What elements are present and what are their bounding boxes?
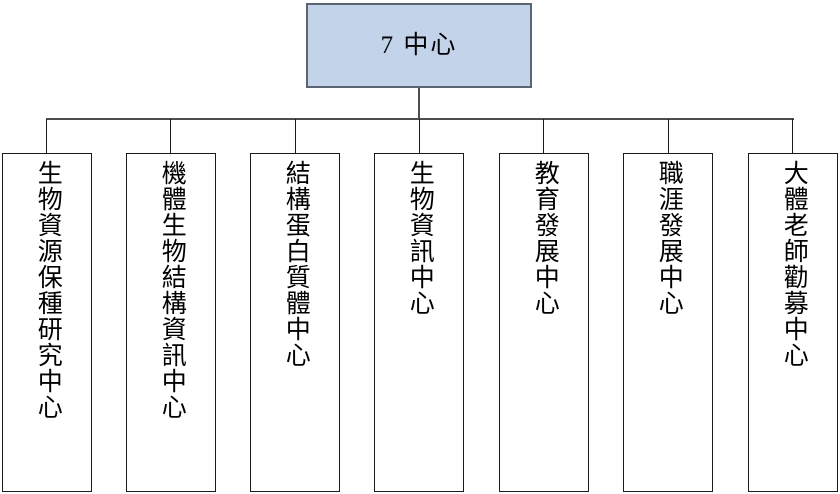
leaf-node-education-development-center[interactable]: 教育發展中心 <box>499 153 589 492</box>
leaf-node-organismal-biostructure-informatics-center[interactable]: 機體生物結構資訊中心 <box>126 153 216 492</box>
root-node-label: 7 中心 <box>380 32 458 59</box>
leaf-node-label-6: 職涯發展中心 <box>655 160 683 316</box>
leaf-node-bioinformatics-center[interactable]: 生物資訊中心 <box>374 153 464 492</box>
leaf-node-label-2: 機體生物結構資訊中心 <box>158 160 186 420</box>
leaf-node-label-5: 教育發展中心 <box>531 160 559 316</box>
root-node-7-centers[interactable]: 7 中心 <box>306 3 532 88</box>
leaf-node-structural-proteomics-center[interactable]: 結構蛋白質體中心 <box>250 153 340 492</box>
leaf-node-label-3: 結構蛋白質體中心 <box>282 160 310 368</box>
leaf-node-career-development-center[interactable]: 職涯發展中心 <box>623 153 713 492</box>
leaf-node-label-7: 大體老師勸募中心 <box>780 160 808 368</box>
drop-connector-1 <box>46 119 47 153</box>
drop-connector-6 <box>668 119 669 153</box>
leaf-node-label-4: 生物資訊中心 <box>406 160 434 316</box>
leaf-node-bioresource-conservation-research-center[interactable]: 生物資源保種研究中心 <box>2 153 92 492</box>
drop-connector-4 <box>419 119 420 153</box>
drop-connector-2 <box>170 119 171 153</box>
drop-connector-7 <box>792 119 793 153</box>
horizontal-bus-connector-line <box>46 118 794 120</box>
drop-connector-3 <box>295 119 296 153</box>
drop-connector-5 <box>543 119 544 153</box>
leaf-node-label-1: 生物資源保種研究中心 <box>34 160 62 420</box>
leaf-node-body-donation-recruitment-center[interactable]: 大體老師勸募中心 <box>748 153 838 492</box>
trunk-connector-line <box>418 88 420 119</box>
